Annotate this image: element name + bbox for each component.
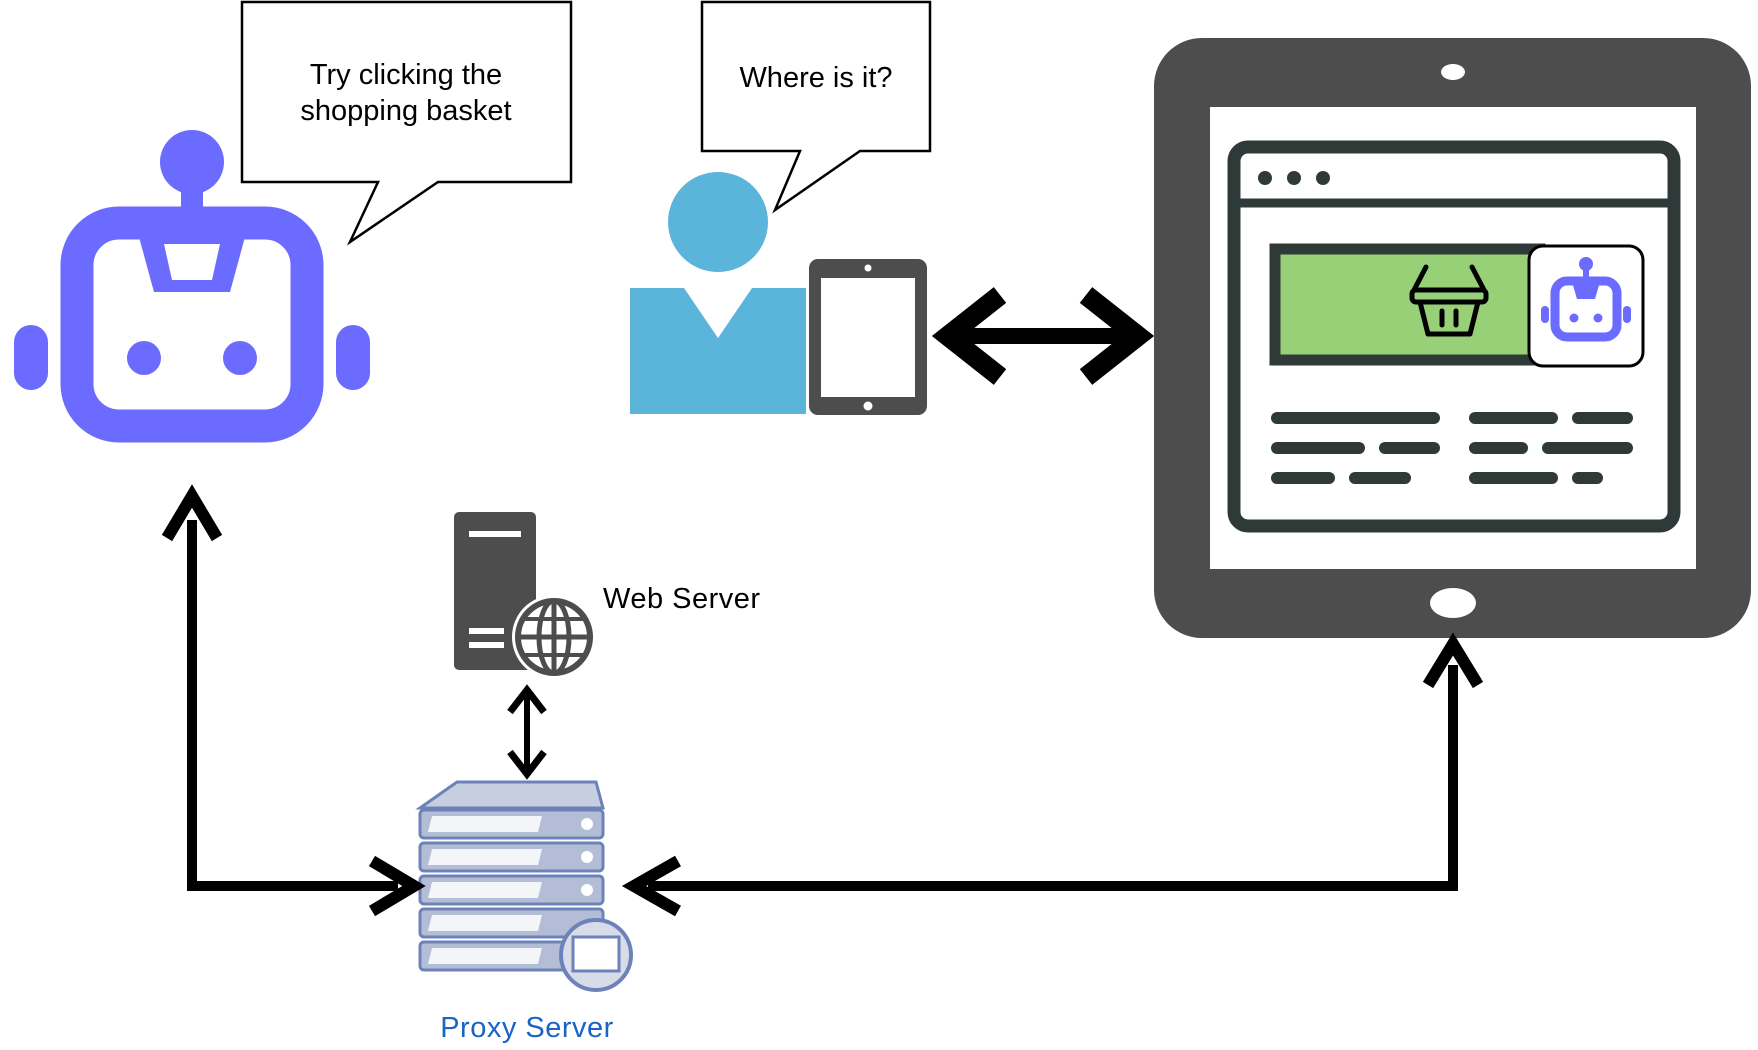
assistant-message-line-2: shopping basket <box>300 95 511 127</box>
user-speech-bubble: Where is it? <box>700 0 932 214</box>
window-dot-icon <box>1316 171 1330 185</box>
double-arrow-vertical <box>507 684 547 780</box>
assistant-speech-bubble: Try clicking the shopping basket <box>240 0 573 246</box>
browser-text-lines <box>1271 412 1633 484</box>
server-rack-icon <box>415 780 633 992</box>
shopping-basket-icon[interactable] <box>1409 264 1489 337</box>
window-dot-icon <box>1258 171 1272 185</box>
robot-proxy-connector <box>161 484 426 917</box>
robot-badge-icon <box>1527 244 1645 368</box>
proxy-server-label: Proxy Server <box>440 1012 614 1044</box>
web-server-label: Web Server <box>603 583 761 615</box>
double-arrow-horizontal <box>931 287 1155 385</box>
robot-icon <box>14 130 370 443</box>
server-globe-icon <box>454 512 596 679</box>
window-dot-icon <box>1287 171 1301 185</box>
person-icon <box>630 172 806 414</box>
assistant-message-line-1: Try clicking the <box>310 59 502 91</box>
basket-banner[interactable] <box>1269 243 1546 366</box>
user-message: Where is it? <box>739 62 892 94</box>
tablet-icon <box>809 259 927 415</box>
browser-window <box>1227 140 1681 533</box>
proxy-device-connector <box>621 632 1484 917</box>
